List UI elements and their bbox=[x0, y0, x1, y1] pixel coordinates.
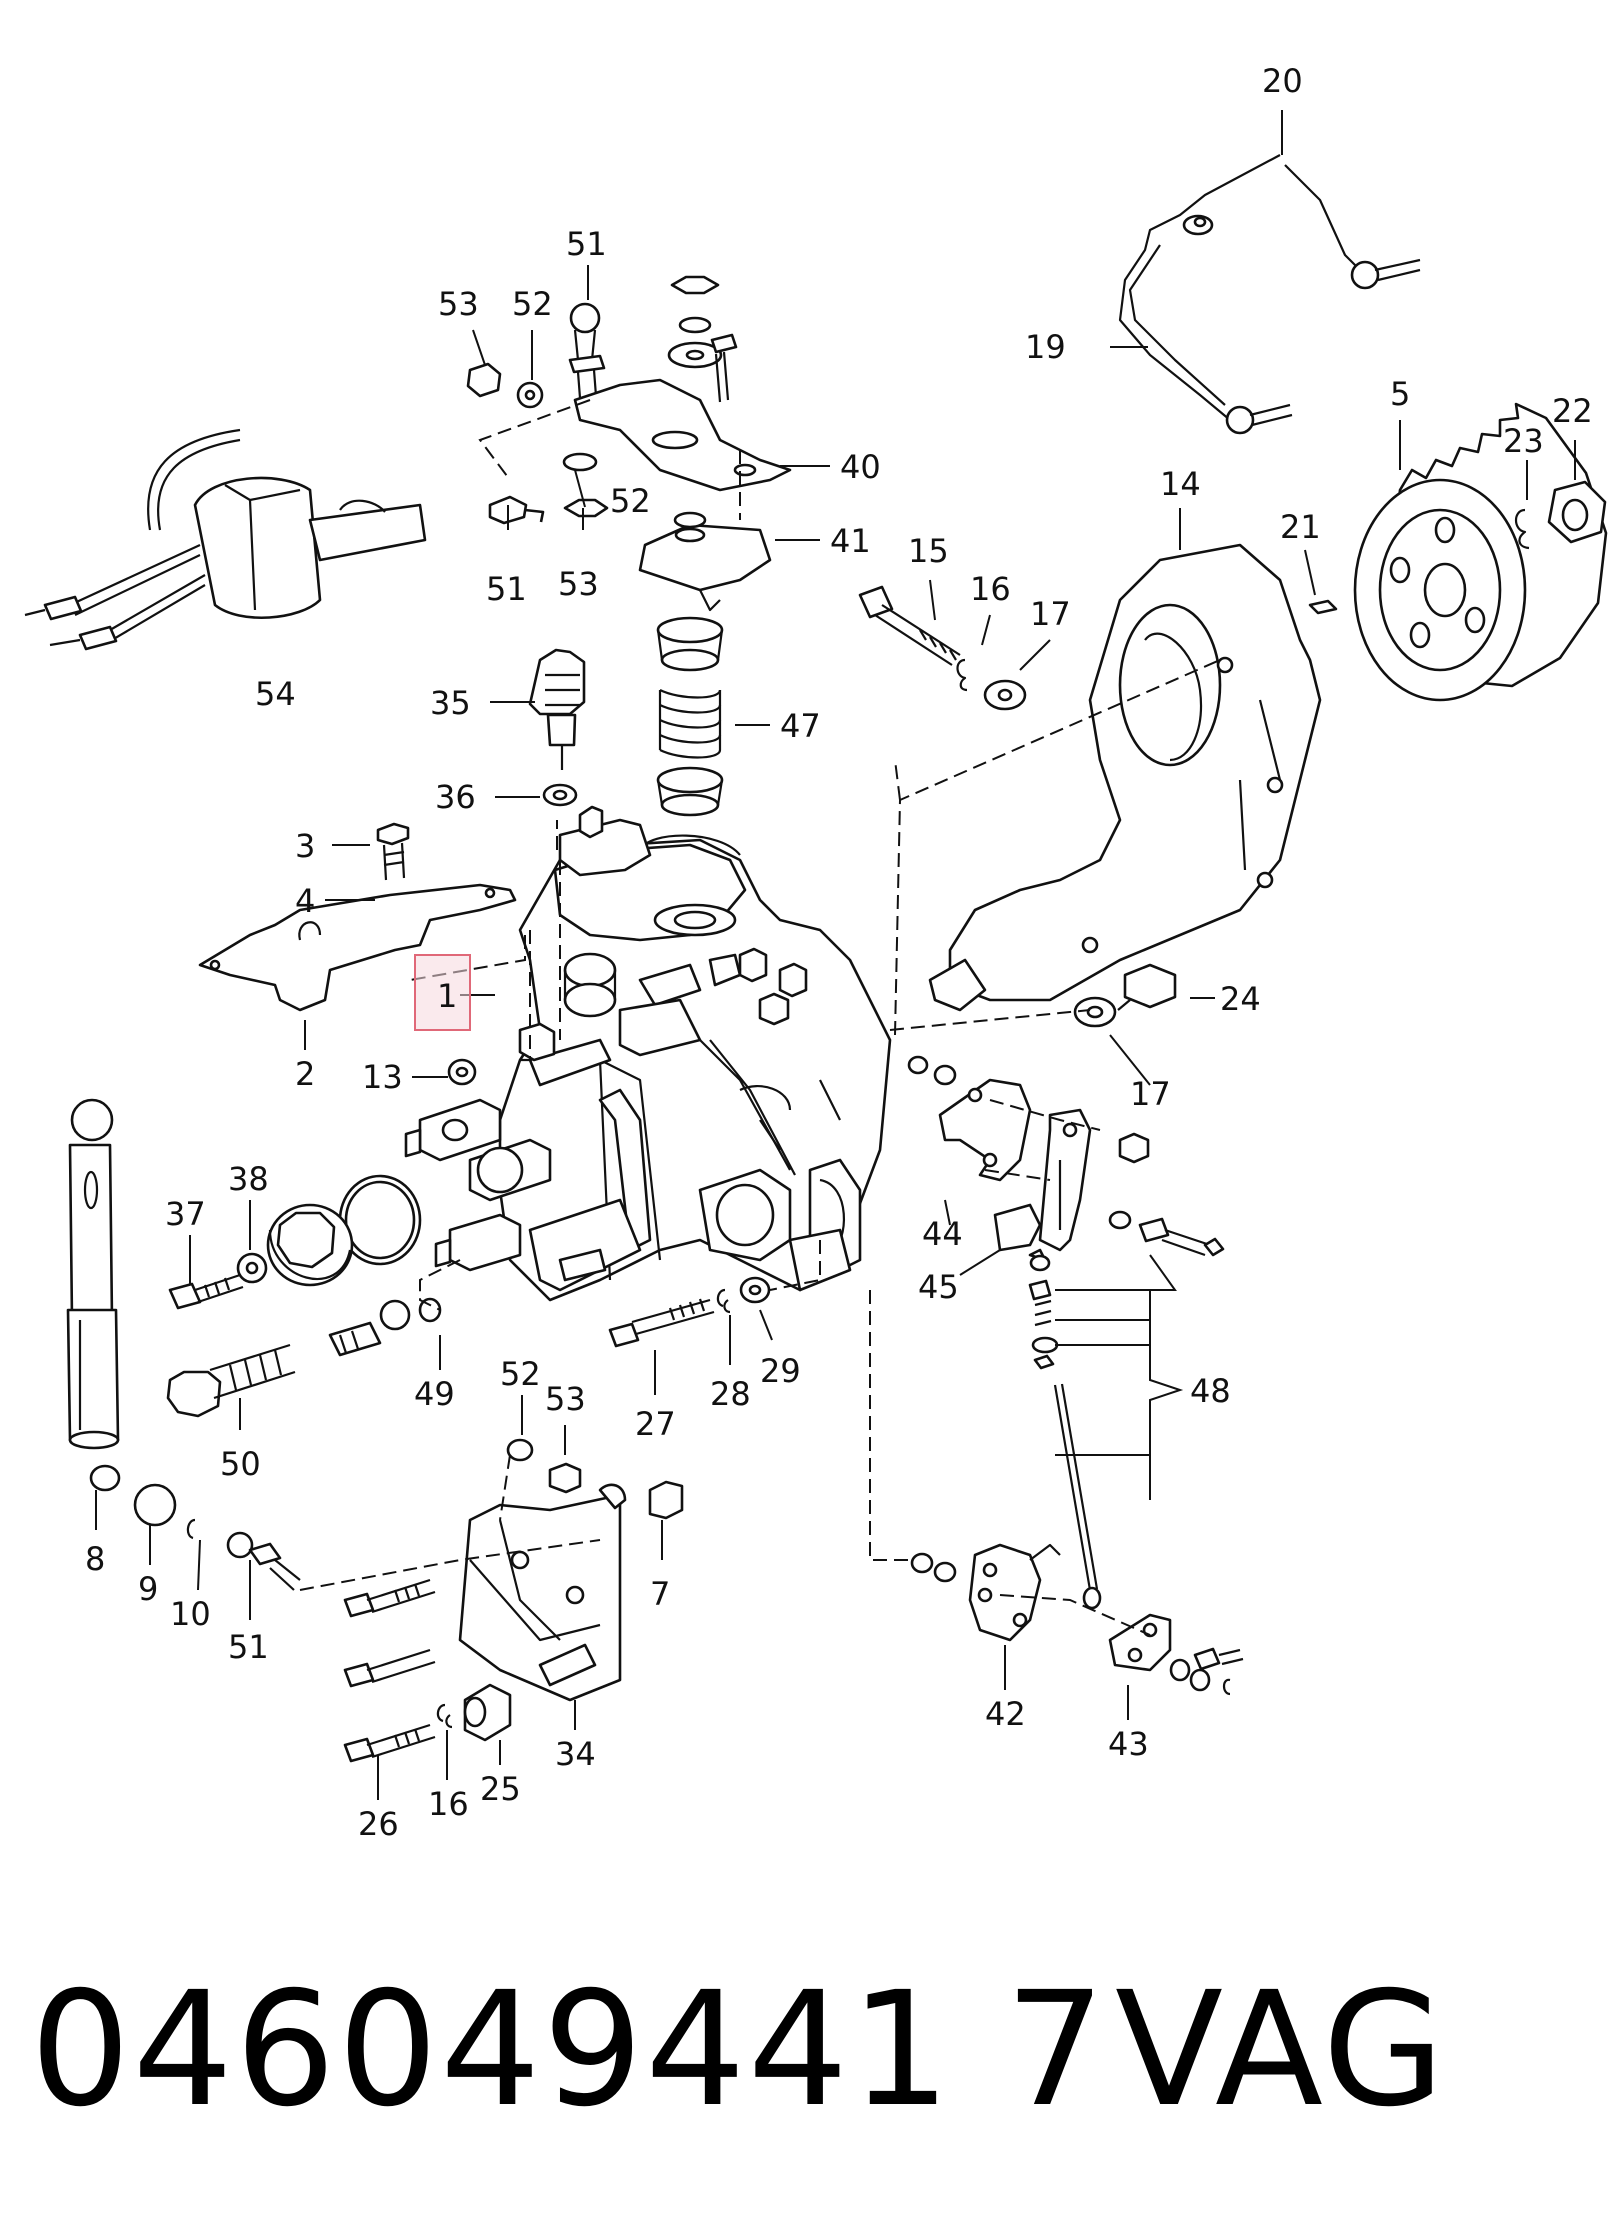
callout-54: 54 bbox=[255, 675, 296, 713]
callout-1: 1 bbox=[437, 977, 457, 1015]
callout-13: 13 bbox=[362, 1058, 403, 1096]
callout-51-mid: 51 bbox=[486, 570, 527, 608]
part-governor-stack bbox=[488, 275, 738, 529]
callout-53-bottom: 53 bbox=[545, 1380, 586, 1418]
callout-40: 40 bbox=[840, 448, 881, 486]
callout-22: 22 bbox=[1552, 392, 1593, 430]
callout-5: 5 bbox=[1390, 375, 1410, 413]
callout-19: 19 bbox=[1025, 328, 1066, 366]
part-lower-bracket bbox=[343, 1438, 684, 1763]
callout-52-mid: 52 bbox=[610, 482, 651, 520]
callout-43: 43 bbox=[1108, 1725, 1149, 1763]
callout-20: 20 bbox=[1262, 62, 1303, 100]
part-top-ball-stud bbox=[466, 302, 606, 409]
part-damper bbox=[66, 1098, 301, 1591]
callout-27: 27 bbox=[635, 1405, 676, 1443]
callout-53-mid: 53 bbox=[558, 565, 599, 603]
callout-29: 29 bbox=[760, 1352, 801, 1390]
callout-21: 21 bbox=[1280, 508, 1321, 546]
callout-23: 23 bbox=[1503, 422, 1544, 460]
highlight-box bbox=[414, 954, 471, 1031]
callout-38: 38 bbox=[228, 1160, 269, 1198]
callout-3: 3 bbox=[295, 827, 315, 865]
callout-51-top: 51 bbox=[566, 225, 607, 263]
callout-52-top: 52 bbox=[512, 285, 553, 323]
part-support-bracket bbox=[198, 822, 517, 1012]
leader-lines bbox=[95, 110, 1576, 1800]
callout-51-bottom: 51 bbox=[228, 1628, 269, 1666]
callout-36: 36 bbox=[435, 778, 476, 816]
part-number: 046049441 7 bbox=[30, 1958, 1108, 2142]
callout-17-top: 17 bbox=[1030, 595, 1071, 633]
callout-52-bottom: 52 bbox=[500, 1355, 541, 1393]
callout-53-top: 53 bbox=[438, 285, 479, 323]
callout-34: 34 bbox=[555, 1735, 596, 1773]
part-spring-assembly bbox=[656, 616, 724, 817]
callout-10: 10 bbox=[170, 1595, 211, 1633]
callout-26: 26 bbox=[358, 1805, 399, 1843]
callout-45: 45 bbox=[918, 1268, 959, 1306]
callout-49: 49 bbox=[414, 1375, 455, 1413]
part-delivery-valves bbox=[404, 1022, 556, 1272]
callout-2: 2 bbox=[295, 1055, 315, 1093]
callout-14: 14 bbox=[1160, 465, 1201, 503]
callout-44: 44 bbox=[922, 1215, 963, 1253]
part-injection-pump bbox=[498, 805, 892, 1302]
callout-24: 24 bbox=[1220, 980, 1261, 1018]
callout-28: 28 bbox=[710, 1375, 751, 1413]
part-gear-nut bbox=[1308, 480, 1607, 615]
callout-15: 15 bbox=[908, 532, 949, 570]
part-hydraulic-adjuster bbox=[166, 1297, 442, 1418]
caption: 046049441 7 VAG bbox=[30, 1950, 1590, 2150]
part-stop-solenoid bbox=[528, 648, 586, 807]
callout-8: 8 bbox=[85, 1540, 105, 1578]
part-lever-plate bbox=[573, 378, 792, 612]
callout-41: 41 bbox=[830, 522, 871, 560]
callout-50: 50 bbox=[220, 1445, 261, 1483]
callout-25: 25 bbox=[480, 1770, 521, 1808]
part-bolt-24 bbox=[1073, 963, 1177, 1028]
exploded-parts-diagram: 20 19 5 22 23 21 14 15 16 17 24 17 51 53… bbox=[24, 62, 1608, 1843]
callout-48: 48 bbox=[1190, 1372, 1231, 1410]
part-timing-gear bbox=[1353, 402, 1608, 702]
callout-35: 35 bbox=[430, 684, 471, 722]
callout-16-top: 16 bbox=[970, 570, 1011, 608]
part-right-levers bbox=[608, 1055, 1244, 1696]
part-pump-bracket bbox=[928, 543, 1322, 1012]
part-bracket-rod bbox=[1118, 154, 1421, 435]
assembly-lines bbox=[299, 399, 1221, 1636]
callout-17-bottom: 17 bbox=[1130, 1075, 1171, 1113]
callout-4: 4 bbox=[295, 882, 315, 920]
callout-42: 42 bbox=[985, 1695, 1026, 1733]
part-bracket-bolt bbox=[858, 585, 1027, 711]
callout-16-bottom: 16 bbox=[428, 1785, 469, 1823]
parts-drawing bbox=[24, 154, 1608, 1763]
callout-37: 37 bbox=[165, 1195, 206, 1233]
callout-labels: 20 19 5 22 23 21 14 15 16 17 24 17 51 53… bbox=[85, 62, 1593, 1843]
callout-47: 47 bbox=[780, 707, 821, 745]
callout-7: 7 bbox=[650, 1575, 670, 1613]
callout-9: 9 bbox=[138, 1570, 158, 1608]
part-cover-assembly bbox=[168, 1058, 477, 1310]
brand-name: VAG bbox=[1115, 1958, 1447, 2142]
part-solenoid bbox=[24, 428, 427, 651]
